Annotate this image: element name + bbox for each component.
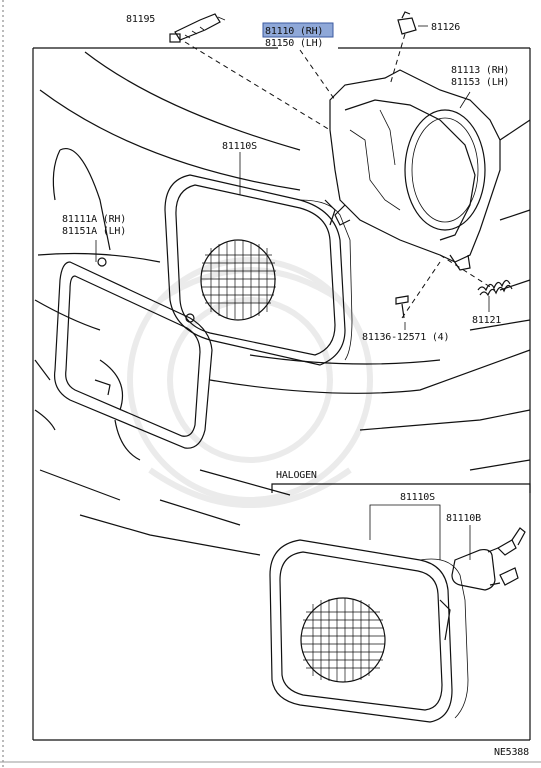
label-81110s-bottom: 81110S [400, 492, 435, 503]
lens-grid-top [201, 241, 276, 319]
highlight-box [262, 22, 334, 38]
label-81111a-rh: 81111A (RH) [62, 214, 126, 225]
label-81110b: 81110B [446, 513, 481, 524]
leader-lines [95, 16, 496, 560]
label-81121: 81121 [472, 315, 501, 326]
label-81113-rh: 81113 (RH) [451, 65, 509, 76]
section-title-halogen: HALOGEN [276, 470, 317, 481]
halogen-bulb [451, 527, 526, 591]
label-81110-rh: 81110 (RH) [265, 26, 323, 37]
headlamp-housing-bracket [329, 69, 501, 271]
halogen-bracket [271, 483, 531, 493]
vehicle-body-contours [34, 51, 531, 556]
label-81126: 81126 [431, 22, 460, 33]
part-labels: 81195 81110 (RH) 81150 (LH) 81126 81113 … [62, 14, 529, 758]
label-81153-lh: 81153 (LH) [451, 77, 509, 88]
halogen-lamp-bottom [269, 539, 469, 723]
drawing-code: NE5388 [494, 747, 529, 758]
watermark-emblem [127, 257, 373, 508]
label-81150-lh: 81150 (LH) [265, 38, 323, 49]
lens-grid-bottom [301, 598, 385, 682]
screw [395, 295, 409, 319]
label-81195: 81195 [126, 14, 155, 25]
label-81136-12571: 81136-12571 (4) [362, 332, 449, 343]
label-81110s-top: 81110S [222, 141, 257, 152]
diagram-frame [32, 47, 531, 741]
sealed-beam-lamp-top [164, 174, 353, 366]
spring [477, 279, 513, 297]
label-81151a-lh: 81151A (LH) [62, 226, 126, 237]
clip-nut [397, 11, 417, 35]
adjusting-screw [169, 13, 221, 43]
retaining-ring [53, 257, 213, 449]
